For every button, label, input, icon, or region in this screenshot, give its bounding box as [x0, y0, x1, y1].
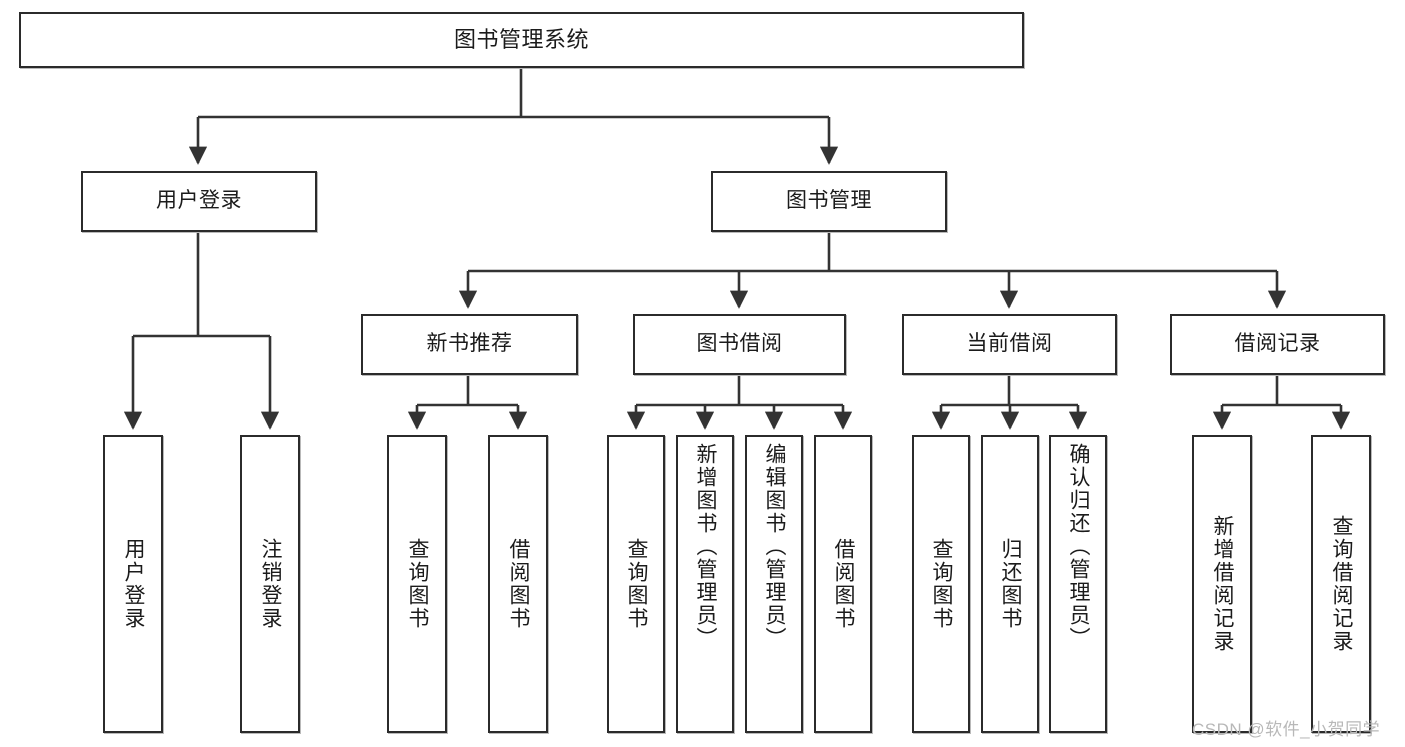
node-label: 用户登录	[122, 538, 146, 630]
node-new-book-recommend[interactable]: 新书推荐	[361, 314, 578, 375]
node-label: 查询图书	[625, 538, 649, 630]
node-label: 新增借阅记录	[1211, 515, 1235, 653]
node-label: 图书管理	[786, 189, 872, 213]
node-label: 当前借阅	[966, 332, 1053, 356]
node-label: 新增图书（管理员）	[694, 443, 718, 650]
node-label: 新书推荐	[426, 332, 513, 356]
node-label: 图书管理系统	[453, 27, 589, 53]
node-book-management[interactable]: 图书管理	[711, 171, 947, 232]
node-borrow-record[interactable]: 借阅记录	[1170, 314, 1385, 375]
node-label: 确认归还（管理员）	[1067, 443, 1091, 650]
leaf-query-borrow-record[interactable]: 查询借阅记录	[1311, 435, 1371, 733]
node-label: 查询图书	[930, 538, 954, 630]
node-current-borrow[interactable]: 当前借阅	[902, 314, 1117, 375]
leaf-edit-book-admin[interactable]: 编辑图书（管理员）	[745, 435, 803, 733]
leaf-add-book-admin[interactable]: 新增图书（管理员）	[676, 435, 734, 733]
node-label: 注销登录	[259, 538, 283, 630]
node-label: 借阅图书	[832, 538, 856, 630]
node-label: 图书借阅	[696, 332, 783, 356]
leaf-logout-login[interactable]: 注销登录	[240, 435, 300, 733]
leaf-query-book-recommend[interactable]: 查询图书	[387, 435, 447, 733]
node-label: 查询借阅记录	[1330, 515, 1354, 653]
node-label: 编辑图书（管理员）	[763, 443, 787, 650]
leaf-query-book-current[interactable]: 查询图书	[912, 435, 970, 733]
node-label: 借阅图书	[507, 538, 531, 630]
node-label: 用户登录	[156, 189, 242, 213]
leaf-confirm-return-admin[interactable]: 确认归还（管理员）	[1049, 435, 1107, 733]
node-root-book-management-system[interactable]: 图书管理系统	[19, 12, 1024, 68]
leaf-query-book-borrow[interactable]: 查询图书	[607, 435, 665, 733]
node-label: 查询图书	[406, 538, 430, 630]
node-label: 归还图书	[999, 538, 1023, 630]
node-label: 借阅记录	[1234, 332, 1321, 356]
leaf-borrow-book[interactable]: 借阅图书	[814, 435, 872, 733]
leaf-add-borrow-record[interactable]: 新增借阅记录	[1192, 435, 1252, 733]
node-user-login[interactable]: 用户登录	[81, 171, 317, 232]
leaf-return-book[interactable]: 归还图书	[981, 435, 1039, 733]
node-book-borrow[interactable]: 图书借阅	[633, 314, 846, 375]
leaf-borrow-book-recommend[interactable]: 借阅图书	[488, 435, 548, 733]
leaf-user-login[interactable]: 用户登录	[103, 435, 163, 733]
